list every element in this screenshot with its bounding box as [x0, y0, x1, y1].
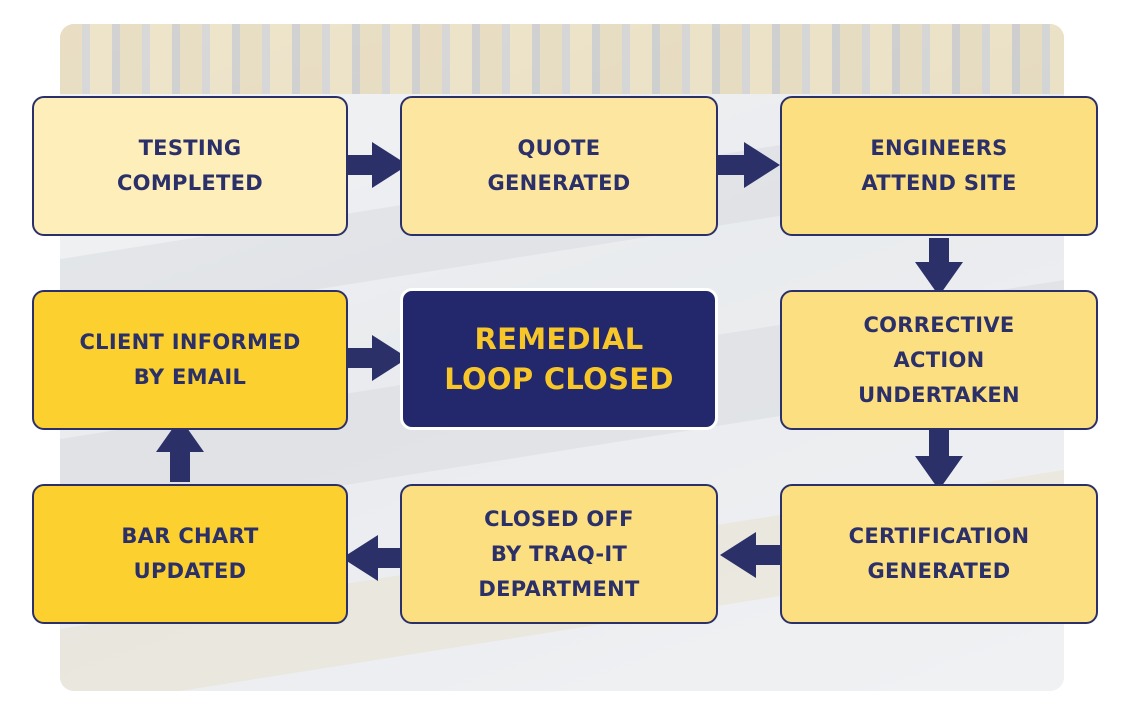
step-testing-completed: TESTING COMPLETED — [32, 96, 348, 236]
arrow-right-icon — [348, 142, 408, 188]
arrow-down-icon — [915, 238, 963, 296]
arrow-left-icon — [342, 535, 402, 581]
step-quote-generated: QUOTE GENERATED — [400, 96, 718, 236]
step-remedial-loop-closed: REMEDIAL LOOP CLOSED — [400, 288, 718, 430]
arrow-right-icon — [348, 335, 408, 381]
step-bar-chart-updated: BAR CHART UPDATED — [32, 484, 348, 624]
step-closed-off: CLOSED OFF BY TRAQ-IT DEPARTMENT — [400, 484, 718, 624]
step-certification-generated: CERTIFICATION GENERATED — [780, 484, 1098, 624]
arrow-down-icon — [915, 430, 963, 490]
step-client-informed: CLIENT INFORMED BY EMAIL — [32, 290, 348, 430]
arrow-right-icon — [718, 142, 780, 188]
arrow-up-icon — [156, 418, 204, 482]
arrow-left-icon — [720, 532, 780, 578]
step-corrective-action: CORRECTIVE ACTION UNDERTAKEN — [780, 290, 1098, 430]
step-engineers-attend-site: ENGINEERS ATTEND SITE — [780, 96, 1098, 236]
cable-strip-decoration — [60, 24, 1064, 94]
